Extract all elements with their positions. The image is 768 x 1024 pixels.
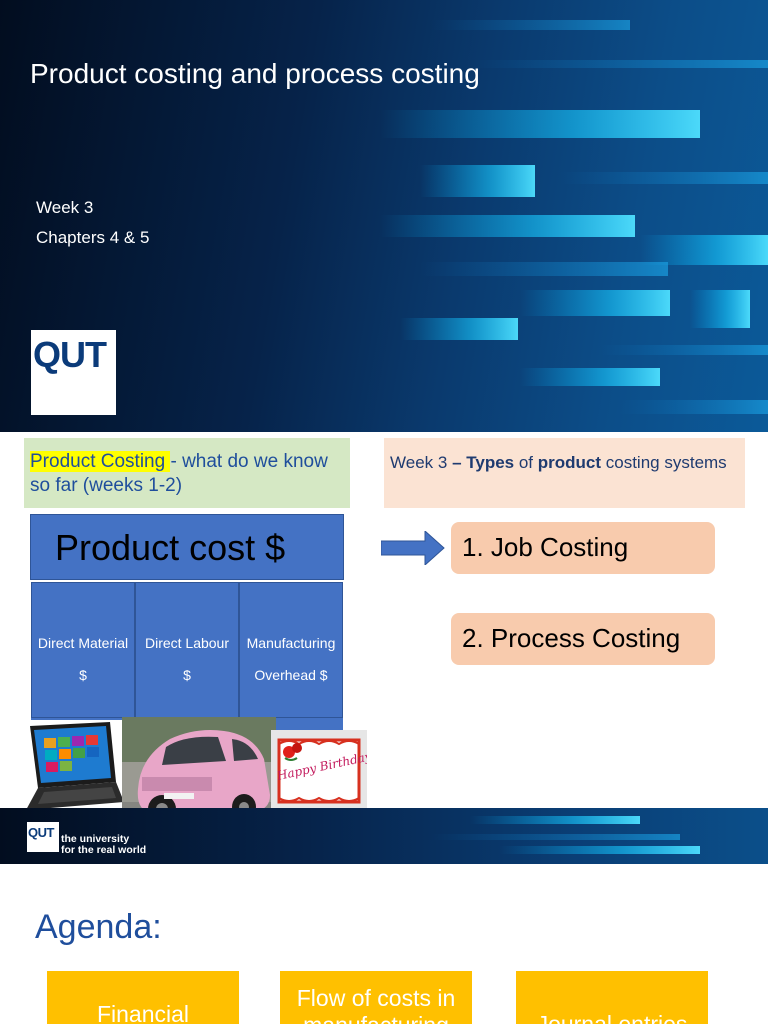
- week3-part: Week 3: [390, 453, 453, 472]
- direct-labour-label: Direct Labour $: [136, 635, 238, 683]
- light-streaks-decoration: [380, 20, 768, 414]
- title-slide: Product costing and process costing Week…: [0, 0, 768, 432]
- recap-text: Product Costing - what do we know so far…: [30, 450, 340, 498]
- recap-box: Product Costing - what do we know so far…: [24, 438, 350, 508]
- footer-streaks-decoration: [430, 816, 700, 854]
- col-line: Direct Material: [37, 635, 129, 651]
- agenda-card-label: Flow of costs inmanufacturing: [280, 985, 472, 1024]
- qut-logo-text: QUT: [33, 334, 107, 375]
- card-line: Financial: [96, 1001, 190, 1024]
- week3-product: product: [537, 453, 602, 472]
- process-costing-option: 2. Process Costing: [451, 613, 715, 665]
- recap-rest: - what do we know so far (weeks 1-2): [30, 451, 328, 496]
- footer-tagline: the university for the real world: [61, 834, 146, 856]
- slide-footer: QUT the university for the real world: [0, 808, 768, 864]
- product-cost-title: Product cost $: [55, 527, 286, 568]
- col-line: Overhead $: [254, 667, 328, 683]
- card-line: Journal entries: [536, 1011, 688, 1024]
- job-costing-option: 1. Job Costing: [451, 522, 715, 574]
- card-line: manufacturing: [303, 1012, 449, 1024]
- week-label: Week 3: [36, 198, 94, 217]
- footer-tagline-line2: for the real world: [61, 844, 147, 856]
- product-costing-slide: Product Costing - what do we know so far…: [0, 432, 768, 864]
- qut-logo: QUT: [31, 330, 116, 415]
- agenda-card-flow-of-costs: Flow of costs inmanufacturing: [280, 971, 472, 1024]
- col-line: $: [79, 667, 87, 683]
- process-costing-label: 2. Process Costing: [462, 623, 681, 653]
- agenda-heading: Agenda:: [35, 908, 162, 946]
- direct-material-label: Direct Material $: [32, 635, 134, 683]
- direct-material-column: Direct Material $: [31, 582, 135, 718]
- col-line: $: [183, 667, 191, 683]
- agenda-card-financial: Financial: [47, 971, 239, 1024]
- footer-qut-logo: QUT: [27, 822, 59, 852]
- laptop-image: [22, 720, 126, 816]
- direct-labour-column: Direct Labour $: [135, 582, 239, 718]
- week3-box: Week 3 – Types of product costing system…: [384, 438, 745, 508]
- card-line: Flow of costs in: [296, 985, 456, 1011]
- week3-text: Week 3 – Types of product costing system…: [390, 452, 730, 474]
- agenda-card-journal-entries: Journal entries: [516, 971, 708, 1024]
- agenda-slide: Agenda: Financial Flow of costs inmanufa…: [0, 864, 768, 1024]
- column-base: [276, 718, 343, 732]
- chapters-label: Chapters 4 & 5: [36, 228, 150, 247]
- recap-highlight: Product Costing: [30, 451, 171, 472]
- job-costing-label: 1. Job Costing: [462, 532, 629, 562]
- birthday-cake-image: Happy Birthday: [271, 730, 367, 810]
- footer-qut-logo-text: QUT: [28, 825, 54, 840]
- week3-part: costing systems: [601, 453, 727, 472]
- right-arrow-icon: [381, 531, 445, 565]
- week3-types: – Types: [452, 453, 515, 472]
- week3-part: of: [514, 453, 538, 472]
- agenda-card-label: Financial: [47, 1001, 239, 1024]
- product-cost-header: Product cost $: [30, 514, 344, 580]
- col-line: Direct Labour: [144, 635, 230, 651]
- slide-title: Product costing and process costing: [30, 58, 480, 89]
- footer-tagline-line1: the university: [61, 833, 130, 845]
- agenda-card-label: Journal entries: [516, 1011, 708, 1024]
- col-line: Manufacturing: [246, 635, 336, 651]
